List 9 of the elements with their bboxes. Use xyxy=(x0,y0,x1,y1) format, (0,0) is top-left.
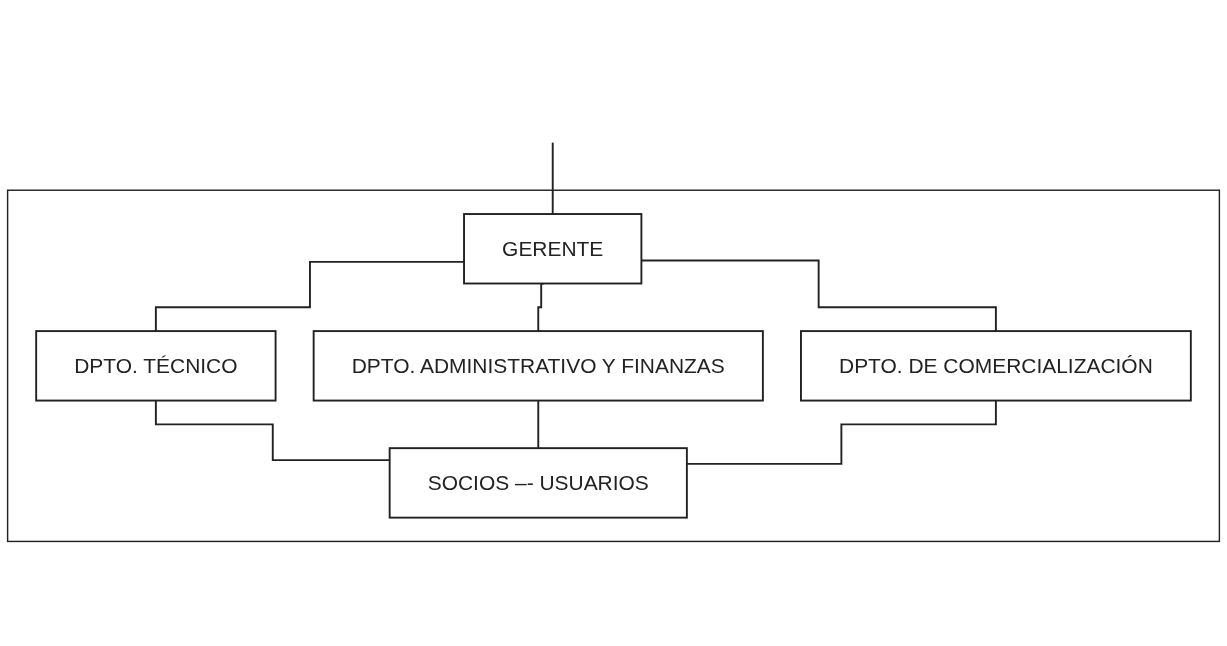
node-box: DPTO. DE COMERCIALIZACIÓN xyxy=(800,330,1192,402)
connector xyxy=(154,260,465,333)
node-box: GERENTE xyxy=(463,213,643,285)
node-box: DPTO. TÉCNICO xyxy=(35,330,277,402)
cluster xyxy=(6,189,1221,543)
node-box: DPTO. ADMINISTRATIVO Y FINANZAS xyxy=(312,330,764,402)
connector xyxy=(551,141,554,215)
connector xyxy=(537,399,540,450)
node-box: SOCIOS –- USUARIOS xyxy=(388,447,688,519)
